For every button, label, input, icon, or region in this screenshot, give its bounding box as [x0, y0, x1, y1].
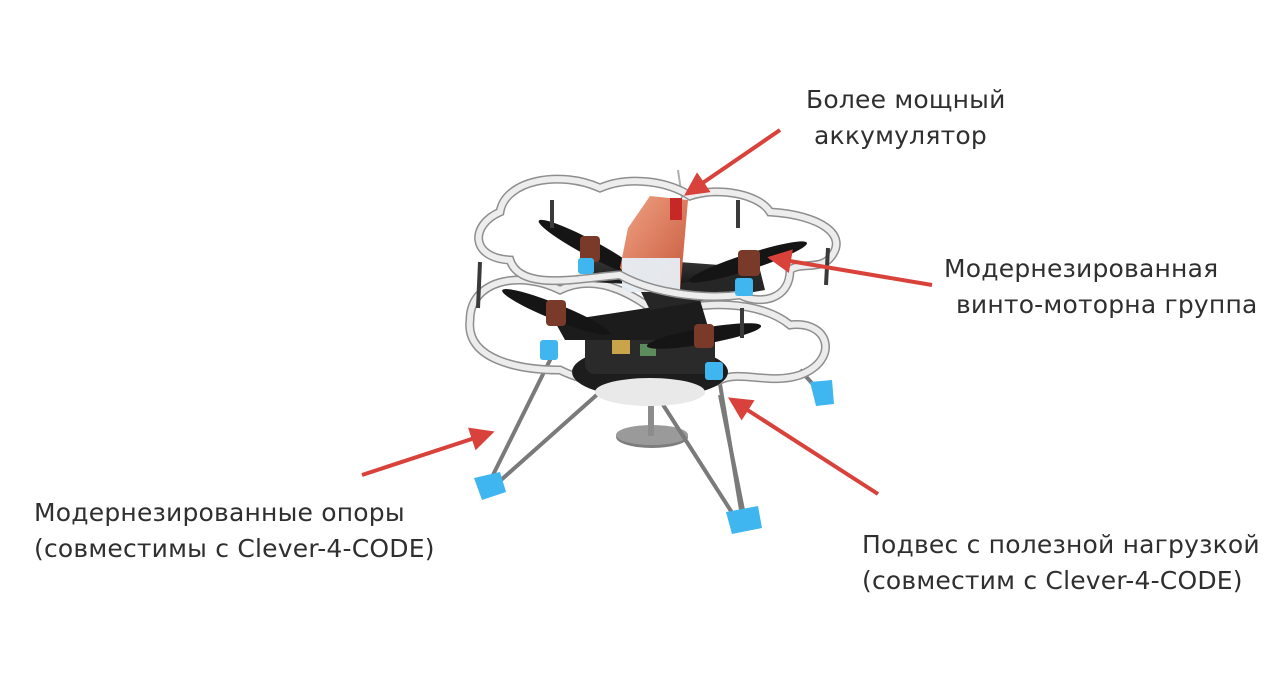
payload-annotation: Подвес с полезной нагрузкой (совместим с… — [862, 527, 1260, 599]
motor-annotation-line2: винто-моторна группа — [956, 290, 1258, 319]
arrow-legs — [361, 427, 495, 477]
battery-annotation-line1: Более мощный — [806, 85, 1006, 114]
legs-annotation-line1: Модернезированные опоры — [34, 498, 405, 527]
frame-body — [572, 330, 728, 406]
legs-annotation-line2: (совместимы с Clever-4-CODE) — [34, 534, 435, 563]
motor-annotation: Модернезированная винто-моторна группа — [944, 251, 1258, 323]
arrow-motor — [767, 249, 933, 287]
foot-parts — [474, 258, 834, 534]
guard-posts — [476, 200, 830, 338]
arrow-battery — [684, 128, 782, 196]
motor-front-left — [538, 219, 642, 277]
legs-annotation: Модернезированные опоры (совместимы с Cl… — [34, 495, 435, 567]
guard-lower — [465, 275, 830, 394]
battery-annotation-line2: аккумулятор — [814, 121, 987, 150]
guard-upper — [474, 174, 841, 305]
motor-rear-left — [502, 289, 610, 335]
payload-disc — [616, 398, 688, 448]
payload-annotation-line1: Подвес с полезной нагрузкой — [862, 530, 1260, 559]
payload-annotation-line2: (совместим с Clever-4-CODE) — [862, 566, 1243, 595]
motor-annotation-line1: Модернезированная — [944, 254, 1219, 283]
battery-annotation: Более мощный аккумулятор — [806, 82, 1006, 154]
arrow-payload — [727, 397, 880, 496]
annotation-arrows — [361, 128, 933, 496]
motor-rear-right — [646, 323, 762, 349]
